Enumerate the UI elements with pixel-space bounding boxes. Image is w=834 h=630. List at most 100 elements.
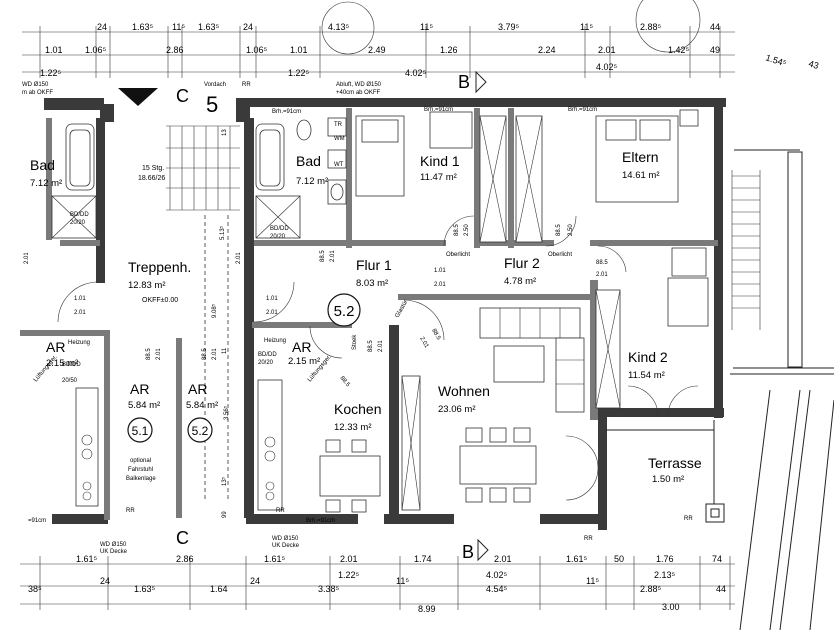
annotation-optional: Fahrstuhl: [128, 467, 153, 473]
dim-bottom: 1.22⁵: [338, 570, 360, 580]
dim-bottom: 2.88⁵: [640, 584, 662, 594]
svg-text:C: C: [176, 528, 189, 548]
dim-top: 43: [807, 58, 820, 71]
annotation-wd: WD Ø150: [100, 542, 127, 548]
room-area: 23.06 m²: [438, 404, 476, 415]
svg-text:88.5: 88.5: [338, 375, 351, 388]
room-area: 11.47 m²: [420, 172, 457, 183]
dim-bottom: 1.61⁵: [76, 554, 98, 564]
room-name: Flur 2: [504, 255, 540, 271]
dimension-lines-bottom: 1.61⁵ 2.86 1.61⁵ 2.01 1.74 2.01 1.61⁵ 50…: [20, 554, 735, 614]
svg-text:13⁵: 13⁵: [221, 476, 228, 486]
dim-top: 2.24: [538, 45, 556, 55]
annotation-oberlicht: Oberlicht: [548, 252, 572, 258]
svg-text:5.13⁵: 5.13⁵: [219, 225, 226, 240]
dim-top: 11⁵: [420, 22, 433, 32]
dim-bottom: 4.54⁵: [486, 584, 508, 594]
annotation-glastur: Glastür: [395, 299, 410, 319]
section-marker-c-bottom: C: [176, 528, 189, 548]
annotation-stairs: 15 Stg.: [142, 165, 164, 172]
room-name: Flur 1: [356, 257, 392, 273]
room-area: 7.12 m²: [296, 176, 328, 187]
room-area: 12.83 m²: [128, 280, 166, 291]
svg-text:88.5: 88.5: [596, 260, 608, 266]
annotation-bd-dd-size: 20/50: [62, 378, 78, 384]
room-area: 5.84 m²: [128, 400, 160, 411]
dim-top: 1.06⁵: [246, 45, 268, 55]
annotation-vordach: Vordach: [204, 82, 226, 88]
svg-text:2.01: 2.01: [236, 252, 242, 264]
dim-bottom: 4.02⁵: [486, 570, 508, 580]
annotation-rr: RR: [276, 508, 285, 514]
unit-label-5-2b: 5.2: [192, 424, 209, 438]
room-area: 1.50 m²: [652, 474, 684, 485]
dim-bottom: 44: [716, 584, 726, 594]
annotation-brh: Brh.=91cm: [424, 107, 453, 113]
dim-top: 24: [243, 22, 253, 32]
room-area: 8.03 m²: [356, 278, 388, 289]
dim-top: 1.22⁵: [40, 68, 62, 78]
door-dimensions: 88.5 1.01 2.01 2.50 88.5 2.50 88.5 2.01 …: [24, 129, 608, 518]
svg-text:2.01: 2.01: [156, 348, 162, 360]
dim-bottom: 24: [250, 576, 260, 586]
unit-circle-5-2b: [187, 417, 213, 443]
dim-bottom: 1.76: [656, 554, 674, 564]
room-area: 12.33 m²: [334, 422, 372, 433]
dim-bottom: 2.13⁵: [654, 570, 676, 580]
svg-text:88.5: 88.5: [146, 348, 152, 360]
annotation-abluft2: +40cm ab OKFF: [336, 90, 381, 96]
dim-bottom: 24: [100, 576, 110, 586]
room-name: Bad: [296, 153, 321, 169]
annotation-bd-dd-size: 20/20: [258, 360, 274, 366]
dim-top: 1.22⁵: [288, 68, 310, 78]
svg-text:2.01: 2.01: [74, 310, 86, 316]
svg-text:2.01: 2.01: [434, 282, 446, 288]
annotation-brh: Brh.=91cm: [306, 518, 335, 524]
column-symbol: [705, 503, 725, 523]
room-name: AR: [130, 381, 149, 397]
svg-text:88.5: 88.5: [430, 328, 441, 342]
bedroom-furniture: [355, 109, 709, 409]
unit-circle-5-2: [327, 293, 361, 327]
dim-bottom: 1.64: [210, 584, 228, 594]
svg-text:2.50: 2.50: [464, 224, 470, 236]
outer-structure: [730, 149, 834, 630]
svg-text:2.01: 2.01: [330, 250, 336, 262]
annotation-heizung: Heizung: [68, 340, 90, 346]
annotation-stairs-ratio: 18.66/26: [138, 175, 165, 182]
dim-top: 1.63⁵: [132, 22, 154, 32]
dim-top: 24: [97, 22, 107, 32]
room-name: Bad: [30, 157, 55, 173]
bathroom-fixtures: [51, 117, 347, 239]
svg-text:2.01: 2.01: [596, 272, 608, 278]
dim-bottom: 1.63⁵: [134, 584, 156, 594]
svg-text:2.01: 2.01: [24, 252, 30, 264]
annotation-rr: RR: [242, 82, 251, 88]
annotation-bd-dd-size: 20/20: [70, 220, 86, 226]
svg-text:88.5: 88.5: [454, 224, 460, 236]
svg-text:1.01: 1.01: [266, 296, 278, 302]
dim-top: 1.63⁵: [198, 22, 220, 32]
svg-text:1.01: 1.01: [74, 296, 86, 302]
svg-text:11: 11: [222, 347, 228, 354]
annotation-rr: RR: [584, 536, 593, 542]
svg-text:1.01: 1.01: [434, 268, 446, 274]
svg-text:88.5: 88.5: [320, 250, 326, 262]
room-area: 7.12 m²: [30, 178, 62, 189]
dim-bottom: 50: [614, 554, 624, 564]
living-furniture: [401, 307, 585, 511]
annotation-rr: RR: [126, 508, 135, 514]
section-marker-b-bottom: B: [462, 538, 489, 562]
dim-bottom: 1.61⁵: [566, 554, 588, 564]
room-name: Terrasse: [648, 455, 702, 471]
door-swings: [57, 215, 699, 501]
annotation-bd-dd: BD/DD: [258, 352, 277, 358]
room-area: 4.78 m²: [504, 276, 536, 287]
svg-text:2.01: 2.01: [418, 336, 429, 350]
room-name: Wohnen: [438, 383, 490, 399]
annotation-wd: WD Ø150: [22, 82, 49, 88]
room-labels: Bad 7.12 m² Treppenh. 12.83 m² Bad 7.12 …: [30, 149, 702, 485]
dim-top: 44: [710, 22, 720, 32]
dim-top: 11⁵: [172, 22, 185, 32]
dim-top: 2.01: [598, 45, 616, 55]
